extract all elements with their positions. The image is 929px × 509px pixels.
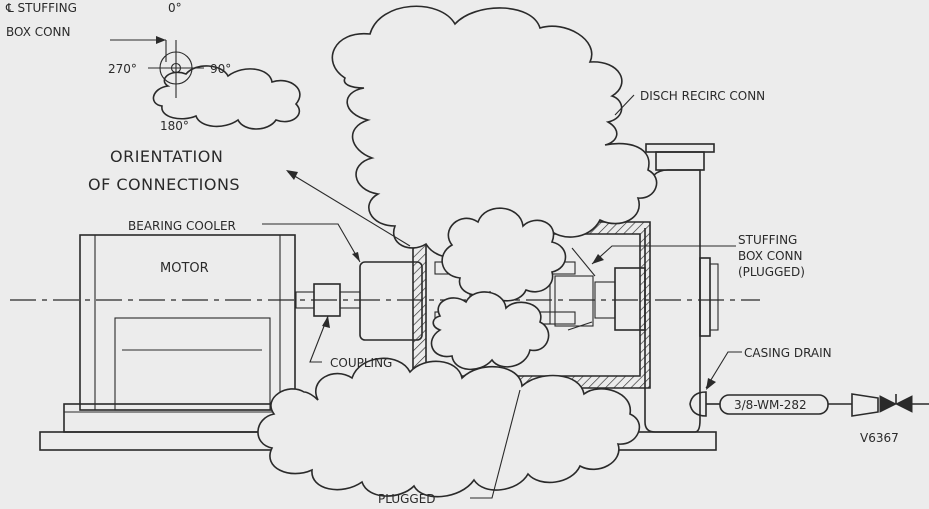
cloud-pedestal-bottom <box>430 291 550 371</box>
plugged-label: PLUGGED <box>378 492 436 506</box>
deg-180-label: 180° <box>160 119 189 133</box>
valve-tag-label: V6367 <box>860 431 899 445</box>
stuffing-box-top-line2: BOX CONN <box>6 25 71 39</box>
cloud-protractor <box>152 65 301 130</box>
stuffing-box-right-line2: BOX CONN <box>738 249 803 263</box>
stuffing-box-right-line1: STUFFING <box>738 233 797 247</box>
deg-270-label: 270° <box>108 62 137 76</box>
cloud-top <box>331 5 658 259</box>
pipe-tag-label: 3/8-WM-282 <box>734 398 807 412</box>
deg-0-label: 0° <box>168 1 182 15</box>
disch-recirc-label: DISCH RECIRC CONN <box>640 89 765 103</box>
casing-drain-label: CASING DRAIN <box>744 346 832 360</box>
orientation-title-line1: ORIENTATION <box>110 147 223 166</box>
motor-label: MOTOR <box>160 261 209 276</box>
stuffing-box-top-line1: ℄ STUFFING <box>5 1 77 15</box>
orientation-title-line2: OF CONNECTIONS <box>88 175 240 194</box>
coupling-label: COUPLING <box>330 356 392 370</box>
bearing-cooler-label: BEARING COOLER <box>128 219 236 233</box>
deg-90-label: 90° <box>210 62 231 76</box>
pump-volute <box>644 143 719 433</box>
cloud-pedestal-top <box>441 207 567 302</box>
cloud-bottom <box>257 357 641 498</box>
casing-drain-fitting <box>689 391 707 417</box>
reducer <box>851 393 879 417</box>
stuffing-box-right-line3: (PLUGGED) <box>738 265 805 279</box>
pipe-tag-box <box>719 394 829 415</box>
leaders <box>110 36 929 499</box>
